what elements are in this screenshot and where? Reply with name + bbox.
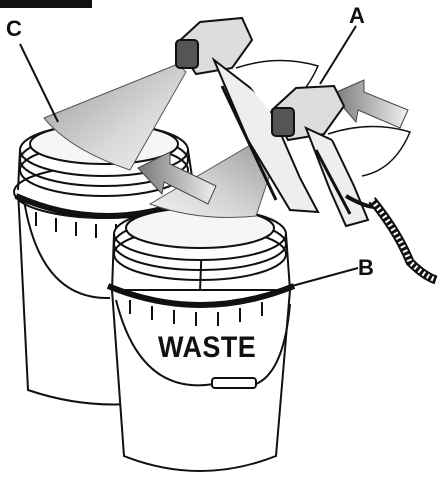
waste-bucket-label: WASTE [158,333,256,363]
leader-line-c [20,44,58,122]
callout-label-b: B [358,257,374,279]
leader-line-b [292,268,358,286]
callout-label-a: A [349,5,365,27]
leader-line-a [320,26,356,84]
callout-label-c: C [6,18,22,40]
